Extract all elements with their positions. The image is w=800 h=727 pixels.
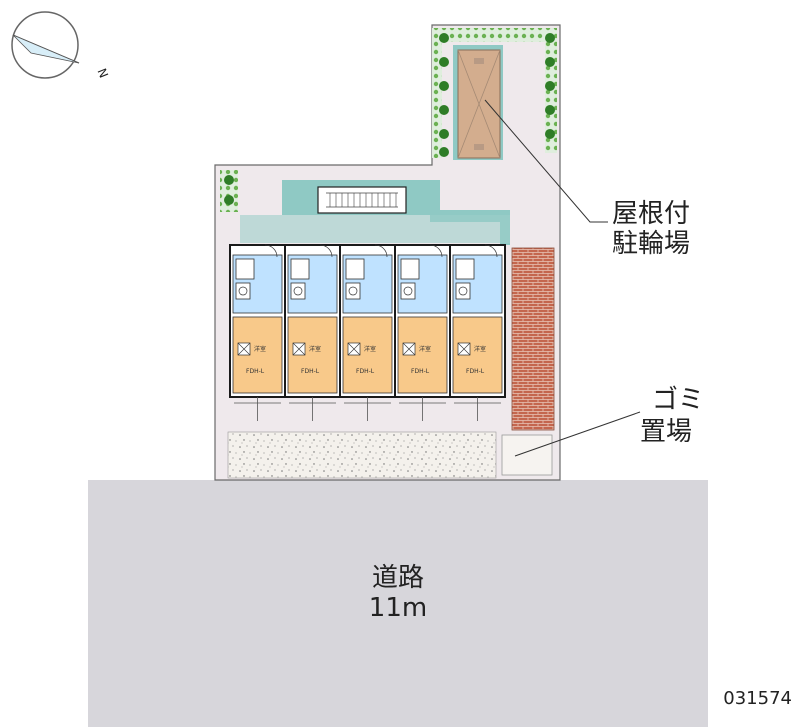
unit-floor-label: FDH-L — [246, 368, 265, 375]
unit-floor-label: FDH-L — [411, 368, 430, 375]
unit: 洋室 FDH-L — [449, 244, 506, 421]
apartment-units: 洋室 FDH-L 洋室 FDH-L 洋室 FDH-L 洋室 FDH-L 洋室 FDH-L — [229, 244, 506, 421]
garbage-leader-line — [514, 411, 641, 457]
unit-room-label: 洋室 — [474, 345, 486, 353]
unit-floor-label: FDH-L — [356, 368, 375, 375]
gravel-strip — [227, 431, 497, 479]
reference-code: 031574 — [723, 688, 792, 709]
unit: 洋室 FDH-L — [339, 244, 396, 421]
garbage-label-line2: 置場 — [640, 417, 692, 447]
garbage-label-line1: ゴミ — [652, 385, 704, 415]
unit-room-label: 洋室 — [309, 345, 321, 353]
compass-needle-shadow — [12, 34, 80, 64]
bicycle-parking — [453, 45, 503, 160]
road-width-label: 11m — [369, 593, 427, 623]
compass: N — [11, 11, 111, 80]
staircase — [317, 186, 407, 214]
unit: 洋室 FDH-L — [394, 244, 451, 421]
unit-room-label: 洋室 — [419, 345, 431, 353]
road-area — [88, 480, 708, 727]
bicycle-parking-label-line1: 屋根付 — [612, 199, 690, 229]
brick-area — [511, 247, 555, 431]
compass-ring — [11, 11, 79, 79]
unit: 洋室 FDH-L — [229, 244, 286, 421]
garbage-area — [501, 434, 553, 476]
north-letter: N — [95, 66, 111, 80]
unit-floor-label: FDH-L — [466, 368, 485, 375]
unit-floor-label: FDH-L — [301, 368, 320, 375]
unit: 洋室 FDH-L — [284, 244, 341, 421]
bicycle-leader-line — [484, 99, 608, 223]
unit-room-label: 洋室 — [254, 345, 266, 353]
road-label: 道路 — [372, 563, 424, 593]
planting — [220, 28, 557, 212]
unit-room-label: 洋室 — [364, 345, 376, 353]
bicycle-parking-label-line2: 駐輪場 — [612, 229, 690, 259]
